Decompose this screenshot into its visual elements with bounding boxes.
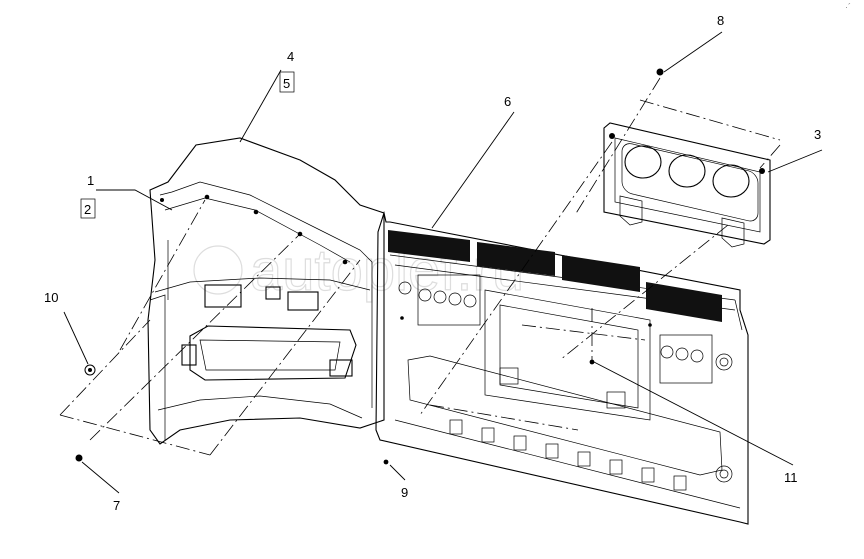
- left-corner-panel: [147, 137, 385, 445]
- assembly-lines: [59, 77, 781, 456]
- callout-8: 8: [717, 13, 724, 28]
- leader-lines: [63, 31, 823, 494]
- callout-2-box: [80, 198, 96, 219]
- lower-slots: [449, 419, 687, 491]
- watermark: autoplef.ru: [193, 237, 525, 304]
- switch-block-left: [398, 274, 481, 326]
- fasteners: [75, 68, 664, 465]
- callout-10: 10: [44, 290, 58, 305]
- fastener-7: [75, 454, 83, 462]
- callout-3: 3: [814, 127, 821, 142]
- callout-9: 9: [401, 485, 408, 500]
- corner-mark: ·´: [845, 2, 851, 12]
- switch-block-right: [659, 334, 733, 483]
- callout-6: 6: [504, 94, 511, 109]
- callout-11: 11: [784, 470, 798, 485]
- callout-1: 1: [87, 173, 94, 188]
- callout-2: 2: [84, 202, 91, 217]
- callout-5: 5: [283, 76, 290, 91]
- callout-labels: 1 2 3 4 5 6 7 8 9 10 11: [44, 13, 821, 513]
- callout-4: 4: [287, 49, 294, 64]
- callout-7: 7: [113, 498, 120, 513]
- fastener-8: [656, 68, 664, 76]
- main-front-panel: [375, 210, 749, 525]
- fastener-9: [383, 459, 389, 465]
- callout-5-box: [279, 71, 295, 93]
- cover-plate: [603, 122, 771, 248]
